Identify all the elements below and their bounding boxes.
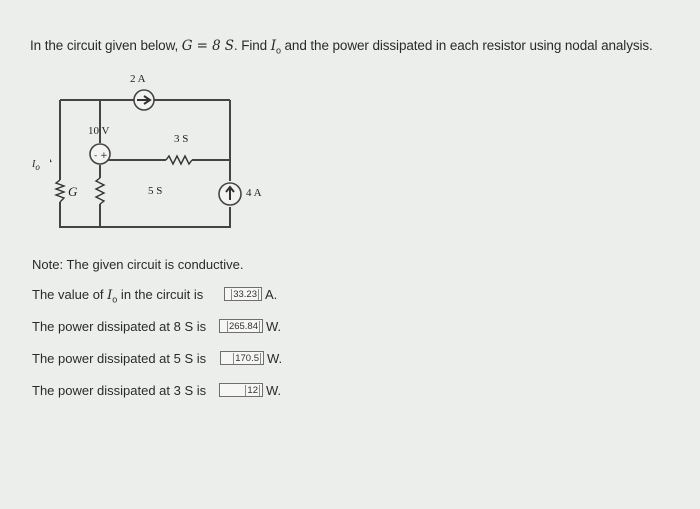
note-text: Note: The given circuit is conductive. [32, 257, 244, 272]
answer-label-io: The value of Io in the circuit is [32, 287, 204, 305]
label-4a: 4 A [246, 187, 262, 199]
right-arrow-icon [137, 95, 152, 105]
g-expression: G = 8 S [181, 38, 234, 54]
answer-field-3s[interactable]: 12 [219, 383, 263, 397]
question-text: In the circuit given below, G = 8 S. Fin… [30, 38, 653, 56]
answer-field-io[interactable]: 33.23 [224, 287, 262, 301]
label-5s: 5 S [148, 185, 163, 197]
answer-label-3s: The power dissipated at 3 S is [32, 383, 207, 398]
unit-3s: W. [266, 383, 282, 398]
resistor-3s [165, 154, 193, 166]
label-2a: 2 A [130, 73, 146, 85]
unit-5s: W. [267, 351, 283, 366]
io-current-arrow-icon [44, 155, 52, 168]
label-10v: 10 V [88, 125, 110, 137]
question-intro: In the circuit given below, [30, 38, 182, 53]
unit-io: A. [265, 287, 278, 302]
answer-label-8s: The power dissipated at 8 S is [32, 319, 207, 334]
answer-label-5s: The power dissipated at 5 S is [32, 351, 207, 366]
answer-field-8s[interactable]: 265.84 [219, 319, 263, 333]
io-variable: I [270, 38, 276, 54]
label-3s: 3 S [174, 133, 189, 145]
answer-field-5s[interactable]: 170.5 [220, 351, 264, 365]
circuit-diagram: - + 2 A 10 V 3 S 5 S 4 A G Io [32, 68, 280, 228]
resistor-5s [94, 177, 106, 205]
question-tail: and the power dissipated in each resisto… [280, 38, 653, 53]
label-io: Io [32, 159, 40, 172]
unit-8s: W. [266, 319, 282, 334]
io-subscript: o [275, 45, 281, 56]
circuit-schematic: - + [44, 89, 242, 228]
svg-text:- +: - + [94, 151, 108, 161]
label-g: G [68, 184, 78, 199]
question-mid: . Find [233, 38, 271, 53]
voltage-source-10v [89, 143, 111, 165]
resistor-g [54, 179, 66, 203]
up-arrow-icon [225, 185, 235, 200]
